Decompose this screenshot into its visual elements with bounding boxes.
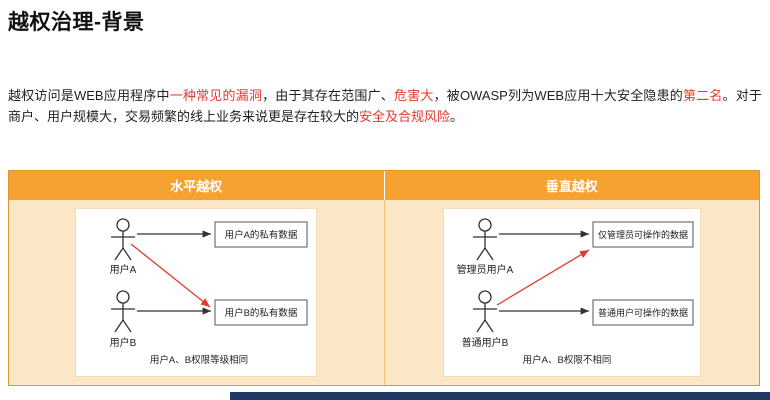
column-header-vertical-escalation: 垂直越权 bbox=[383, 171, 760, 200]
data-box-admin-only bbox=[592, 221, 694, 248]
arrow-normal-user-to-admin-data-violation bbox=[496, 249, 590, 306]
actor-admin-user-a-icon bbox=[472, 218, 497, 261]
data-box-user-a-label: 用户A的私有数据 bbox=[225, 229, 298, 241]
actor-user-a-label: 用户A bbox=[110, 263, 137, 276]
arrow-user-a-to-user-b-data-violation bbox=[130, 243, 211, 308]
actor-normal-user-b-label: 普通用户B bbox=[461, 336, 508, 349]
actor-admin-user-a-label: 管理员用户A bbox=[456, 263, 513, 276]
cell-vertical-escalation: 管理员用户A 仅管理员可操作的数据 普通用户B 普通用户可操作的数据 bbox=[383, 200, 760, 385]
intro-text-segment: 。 bbox=[450, 109, 464, 125]
intro-text-segment: ，被OWASP列为WEB应用十大安全隐患的 bbox=[433, 88, 683, 103]
cell-horizontal-escalation: 用户A 用户A的私有数据 用户B 用户B的私有数据 bbox=[9, 200, 384, 385]
horizontal-escalation-diagram: 用户A 用户A的私有数据 用户B 用户B的私有数据 bbox=[76, 209, 317, 376]
actor-user-b-label: 用户B bbox=[110, 336, 137, 349]
page-title: 越权治理-背景 bbox=[8, 11, 145, 34]
intro-text-segment: 危害大 bbox=[393, 88, 434, 103]
table-body-row: 用户A 用户A的私有数据 用户B 用户B的私有数据 bbox=[9, 200, 759, 385]
table-header-row: 水平越权 垂直越权 bbox=[9, 171, 759, 200]
intro-text-segment: 第二名 bbox=[682, 88, 723, 103]
intro-text-segment: 一种常见的漏洞 bbox=[169, 88, 263, 103]
data-box-user-a bbox=[214, 221, 308, 248]
actor-user-a-icon bbox=[111, 218, 136, 261]
vertical-diagram-svg: 管理员用户A 仅管理员可操作的数据 普通用户B 普通用户可操作的数据 bbox=[456, 218, 694, 366]
data-box-user-b bbox=[214, 299, 308, 326]
data-box-user-b-label: 用户B的私有数据 bbox=[225, 307, 298, 319]
actor-normal-user-b-icon bbox=[472, 290, 497, 333]
data-box-normal-user bbox=[592, 299, 694, 326]
horizontal-diagram-caption: 用户A、B权限等级相同 bbox=[150, 354, 248, 366]
actor-user-b-icon bbox=[111, 290, 136, 333]
intro-text-segment: 。对于商户、用户规模大，交易频繁的线上业务来说更是存在较大的 bbox=[8, 88, 762, 125]
data-box-normal-user-label: 普通用户可操作的数据 bbox=[598, 307, 688, 318]
intro-text-segment: 安全及合规风险 bbox=[359, 109, 451, 125]
comparison-table: 水平越权 垂直越权 bbox=[8, 170, 760, 386]
column-header-horizontal-escalation: 水平越权 bbox=[170, 179, 223, 194]
intro-text-segment: 越权访问是WEB应用程序中 bbox=[8, 88, 170, 103]
intro-text-segment: ，由于其存在范围广、 bbox=[262, 88, 394, 103]
vertical-diagram-caption: 用户A、B权限不相同 bbox=[522, 354, 611, 366]
intro-paragraph: 越权访问是WEB应用程序中一种常见的漏洞，由于其存在范围广、危害大，被OWASP… bbox=[8, 85, 762, 128]
data-box-admin-only-label: 仅管理员可操作的数据 bbox=[598, 229, 688, 240]
vertical-escalation-diagram: 管理员用户A 仅管理员可操作的数据 普通用户B 普通用户可操作的数据 bbox=[443, 209, 700, 376]
footer-bar bbox=[230, 392, 770, 400]
horizontal-diagram-svg: 用户A 用户A的私有数据 用户B 用户B的私有数据 bbox=[110, 218, 308, 366]
